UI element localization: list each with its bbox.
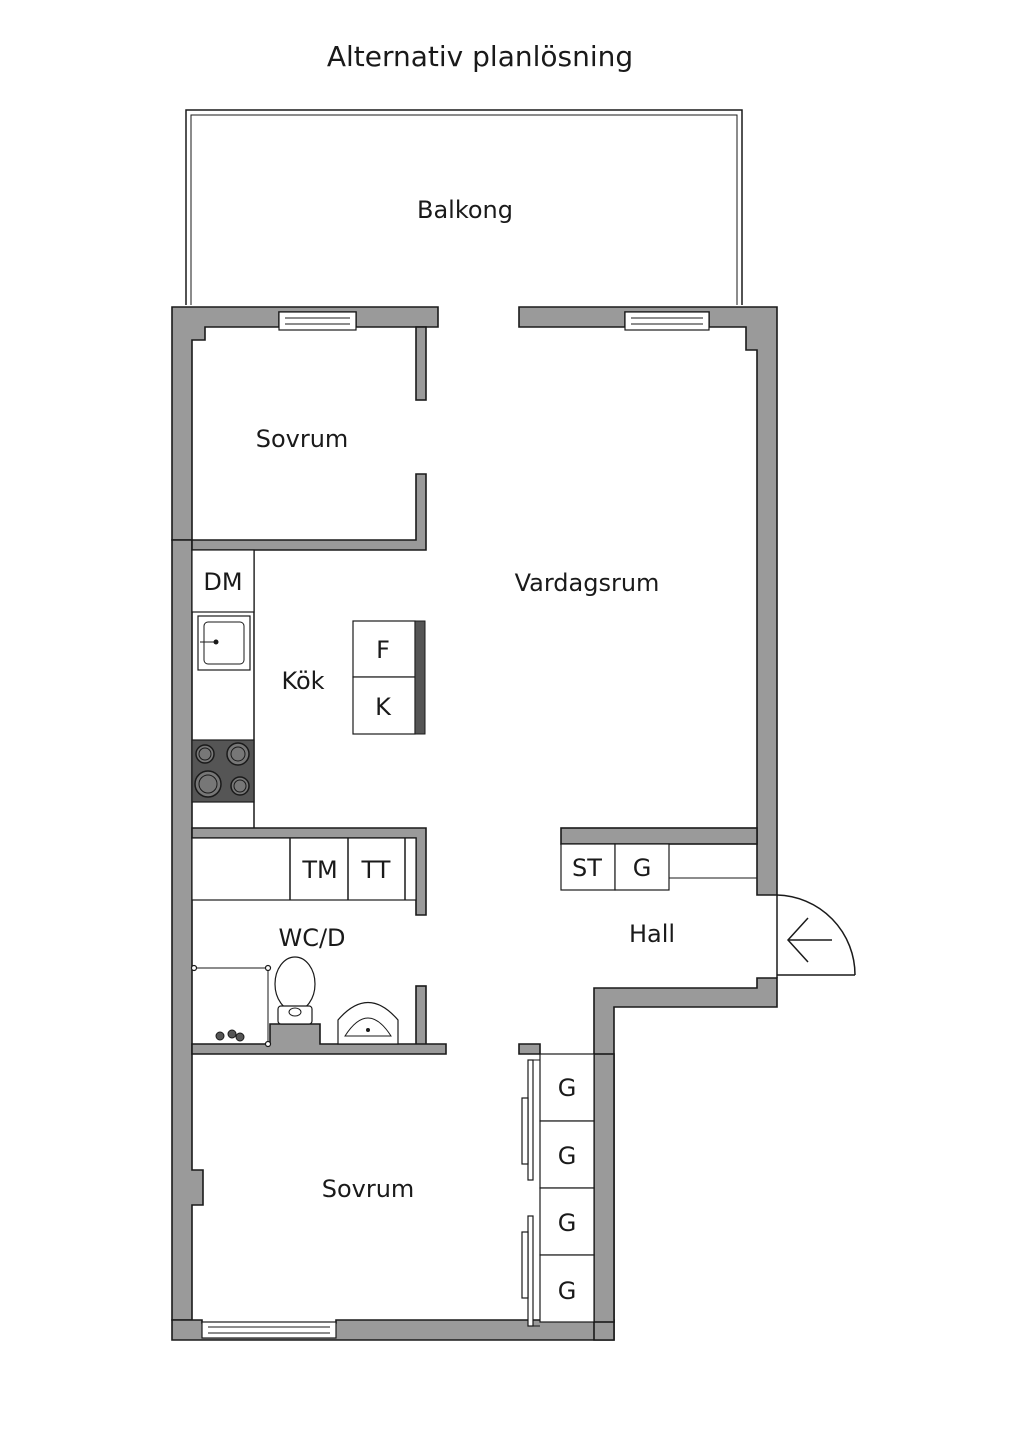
- wardrobe-label: G: [558, 1209, 577, 1237]
- toilet-icon: [274, 956, 316, 1025]
- bedroom-bottom-label: Sovrum: [322, 1175, 415, 1203]
- laundry-counter: TM TT: [191, 837, 417, 901]
- hall-storage-label: ST: [572, 854, 602, 882]
- bedroom-wardrobes: G G G G: [521, 1053, 595, 1327]
- fridge-label: F: [376, 636, 390, 664]
- plan-title: Alternativ planlösning: [327, 40, 633, 73]
- tumble-dryer-label: TT: [361, 856, 391, 884]
- wardrobe-label: G: [558, 1074, 577, 1102]
- balcony-label: Balkong: [417, 196, 513, 224]
- washing-machine-label: TM: [301, 856, 337, 884]
- kitchen-label: Kök: [281, 667, 324, 695]
- bedroom-top-label: Sovrum: [256, 425, 349, 453]
- interior-walls: [191, 326, 758, 1323]
- fridge-freezer: F K: [352, 620, 426, 735]
- hall-storage: ST G: [560, 843, 758, 891]
- stove-icon: [191, 739, 255, 803]
- hall-label: Hall: [629, 920, 675, 948]
- shower-icon: [190, 964, 272, 1048]
- dishwasher-label: DM: [203, 568, 242, 596]
- washbasin-icon: [337, 1001, 399, 1045]
- freezer-label: K: [375, 693, 392, 721]
- windows: [201, 311, 710, 1339]
- outer-walls: [171, 306, 778, 1341]
- kitchen-counter: DM: [191, 549, 255, 828]
- wardrobe-label: G: [558, 1277, 577, 1305]
- bathroom-label: WC/D: [278, 924, 345, 952]
- sink-icon: [197, 615, 251, 671]
- balcony: [185, 109, 743, 305]
- wardrobe-label: G: [558, 1142, 577, 1170]
- bathroom-fixtures: [190, 956, 399, 1048]
- living-room-label: Vardagsrum: [515, 569, 660, 597]
- entrance-door[interactable]: [776, 894, 856, 978]
- arrow-left-icon: [786, 917, 832, 963]
- hall-wardrobe-label: G: [633, 854, 652, 882]
- dishwasher-box: [191, 549, 255, 613]
